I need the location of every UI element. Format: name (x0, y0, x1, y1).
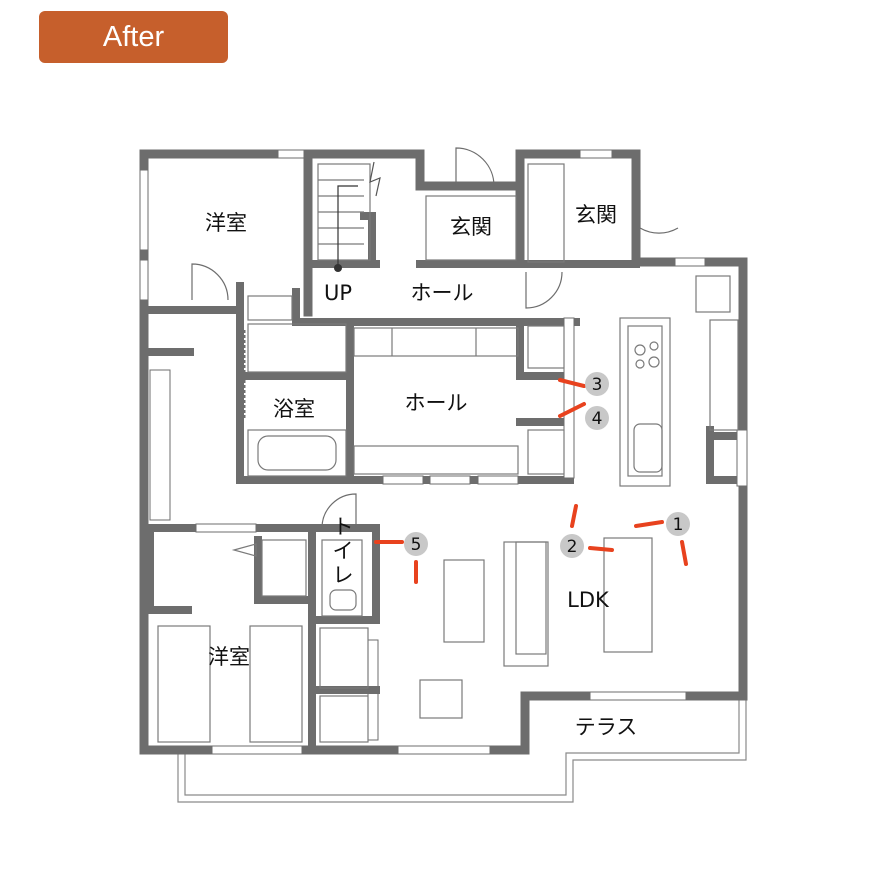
svg-text:3: 3 (592, 375, 603, 395)
room-label-toilet-1: ト (333, 515, 354, 539)
after-badge: After (39, 11, 228, 63)
room-label-entrance-left: 玄関 (450, 215, 492, 239)
room-label-entrance-right: 玄関 (575, 203, 617, 227)
svg-text:1: 1 (673, 515, 684, 535)
terrace-outline (177, 700, 747, 803)
room-label-hall-center: ホール (405, 391, 468, 415)
fixtures (157, 161, 739, 743)
room-label-hall-top: ホール (411, 281, 474, 305)
room-label-up: UP (324, 281, 352, 305)
svg-text:2: 2 (567, 537, 578, 557)
room-label-ldk: LDK (567, 588, 610, 612)
marker-3: 3 (585, 372, 609, 396)
marker-4: 4 (585, 406, 609, 430)
marker-lines (374, 378, 688, 584)
marker-5: 5 (404, 532, 428, 556)
interior-walls (140, 212, 747, 754)
room-label-terrace: テラス (575, 715, 638, 739)
room-label-toilet-3: レ (333, 563, 354, 587)
doors (191, 147, 679, 529)
marker-1: 1 (666, 512, 690, 536)
room-label-western-top: 洋室 (205, 211, 247, 235)
windows (139, 149, 748, 755)
room-label-western-bottom: 洋室 (208, 645, 250, 669)
svg-text:5: 5 (411, 535, 422, 555)
marker-2: 2 (560, 534, 584, 558)
room-label-toilet-2: イ (333, 539, 354, 563)
stair-up-dot (334, 264, 342, 272)
room-label-bath: 浴室 (273, 397, 315, 421)
svg-text:4: 4 (592, 409, 603, 429)
